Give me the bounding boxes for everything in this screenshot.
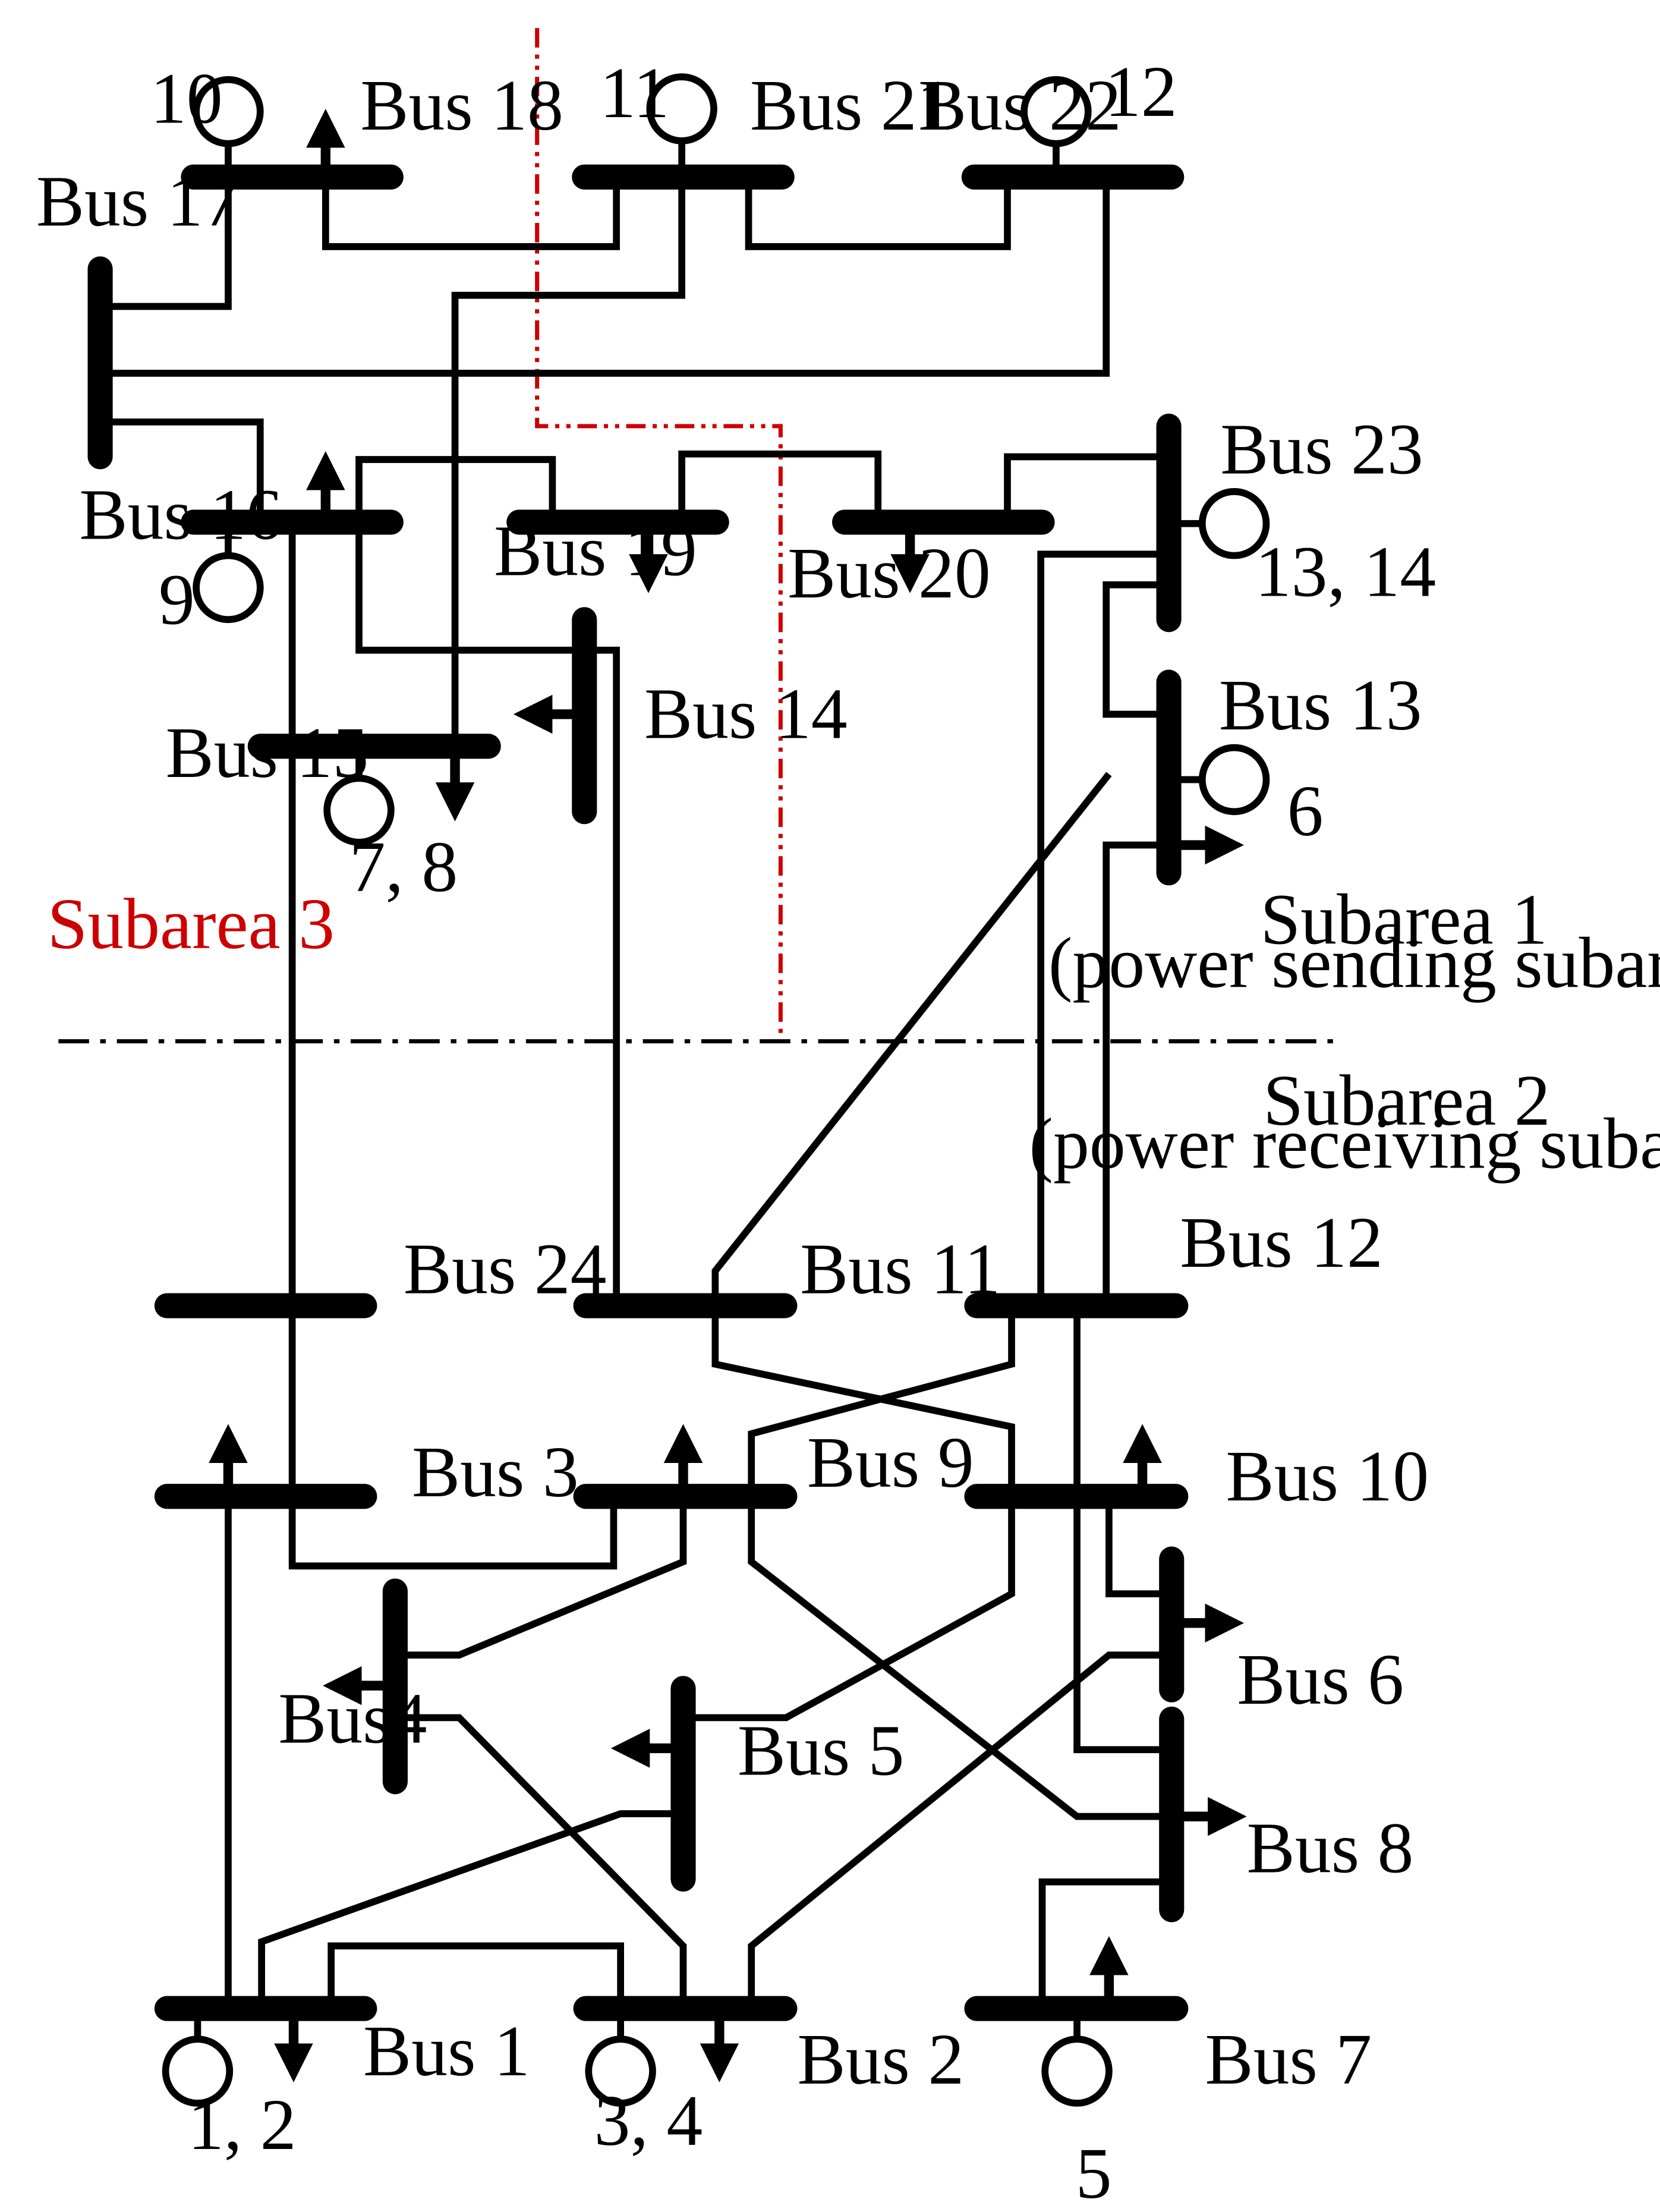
generator-1-2-label: 1, 2 (188, 2085, 297, 2165)
bus-3-label: Bus 3 (412, 1433, 579, 1512)
generator-13-14-label: 13, 14 (1255, 532, 1436, 612)
subarea-1-desc: (power sending subarea) (1048, 923, 1660, 1003)
bus-1-label: Bus 1 (363, 2012, 530, 2091)
bus-23-label: Bus 23 (1220, 410, 1423, 489)
generator-10-label: 10 (150, 59, 223, 139)
generator-12-icon (1020, 76, 1092, 147)
subarea-1-title: Subarea 1 (1261, 880, 1548, 960)
bus-19-label: Bus 19 (494, 511, 697, 591)
bus-10-label: Bus 10 (1226, 1437, 1429, 1516)
generator-6-icon (1198, 744, 1270, 816)
generator-1-2-icon (162, 2035, 234, 2107)
generator-3-4-label: 3, 4 (594, 2081, 703, 2161)
bus-8-label: Bus 8 (1247, 1808, 1414, 1888)
subarea-labels: Subarea 3 Subarea 1 (power sending subar… (48, 880, 1660, 1184)
bus-15-label: Bus 15 (166, 713, 369, 793)
bus-16-label: Bus 16 (79, 475, 282, 555)
subarea-2-title: Subarea 2 (1263, 1061, 1550, 1141)
bus-9-label: Bus 9 (807, 1423, 974, 1503)
bus-7-label: Bus 7 (1205, 2020, 1372, 2100)
generator-5-label: 5 (1076, 2134, 1112, 2212)
generator-12-label: 12 (1105, 52, 1177, 132)
bus-4-label: Bus4 (278, 1679, 427, 1759)
generator-7-8-label: 7, 8 (349, 827, 458, 907)
bus-17-label: Bus 17 (36, 162, 240, 242)
generator-13-14-icon (1198, 488, 1270, 559)
generator-6-label: 6 (1287, 772, 1324, 851)
generator-11-icon (646, 73, 717, 144)
generator-labels: 10 11 12 9 13, 14 7, 8 6 1, 2 3, 4 5 (150, 52, 1436, 2212)
transmission-lines (100, 177, 1172, 2009)
generator-7-8-icon (323, 775, 395, 846)
subarea3-boundary (535, 28, 783, 1042)
generator-3-4-icon (585, 2035, 656, 2107)
loads (209, 109, 1247, 2082)
bus-18-label: Bus 18 (360, 66, 563, 146)
bus-13-label: Bus 13 (1219, 666, 1422, 745)
bus-6-label: Bus 6 (1237, 1640, 1404, 1720)
bus-20-label: Bus 20 (788, 534, 991, 613)
generator-5-icon (1041, 2035, 1113, 2107)
bus-22-label: Bus 22 (918, 66, 1122, 146)
bus-12-label: Bus 12 (1180, 1203, 1383, 1283)
bus-2-label: Bus 2 (797, 2020, 964, 2100)
generator-9-icon (193, 552, 264, 624)
bus-labels: Bus 18 Bus 21 Bus 22 Bus 17 Bus 16 Bus 1… (36, 66, 1429, 2100)
bus-24-label: Bus 24 (404, 1229, 607, 1309)
generator-11-label: 11 (600, 54, 669, 133)
bus-5-label: Bus 5 (738, 1711, 905, 1791)
generator-10-icon (193, 76, 264, 147)
bus-21-label: Bus 21 (750, 66, 953, 146)
bus-14-label: Bus 14 (644, 674, 848, 754)
generators (162, 73, 1270, 2107)
bus-11-label: Bus 11 (800, 1229, 1000, 1309)
generator-9-label: 9 (159, 560, 195, 640)
subarea-2-desc: (power receiving subarea) (1029, 1105, 1660, 1184)
subarea-3-label: Subarea 3 (48, 885, 335, 964)
